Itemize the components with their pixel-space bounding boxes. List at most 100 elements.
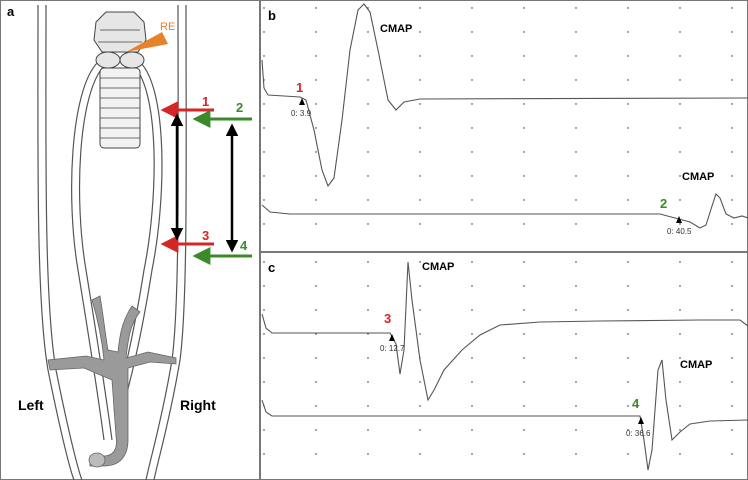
grid-dot: [419, 309, 421, 311]
grid-dot: [315, 429, 317, 431]
grid-dot: [627, 31, 629, 33]
grid-dot: [679, 103, 681, 105]
grid-dot: [731, 333, 733, 335]
grid-dot: [731, 127, 733, 129]
grid-dot: [471, 453, 473, 455]
grid-dot: [263, 357, 265, 359]
grid-dot: [419, 223, 421, 225]
grid-dot: [315, 309, 317, 311]
grid-dot: [263, 199, 265, 201]
grid-dot: [471, 55, 473, 57]
grid-dot: [627, 285, 629, 287]
grid-dot: [471, 261, 473, 263]
grid-dot: [263, 285, 265, 287]
grid-dot: [731, 309, 733, 311]
panel-a: a: [0, 0, 260, 480]
cmap-label-c-1: CMAP: [422, 261, 454, 273]
trace-b-2-readout: 0: 40.5: [667, 227, 692, 236]
grid-dot: [627, 199, 629, 201]
grid-dot: [523, 357, 525, 359]
trace-c-1-readout: 0: 12.7: [380, 344, 405, 353]
grid-dot: [315, 261, 317, 263]
grid-dot: [575, 79, 577, 81]
grid-dot: [471, 357, 473, 359]
grid-dot: [315, 405, 317, 407]
grid-dot: [263, 127, 265, 129]
grid-dot: [731, 381, 733, 383]
stim-marker-2: 2: [192, 100, 252, 128]
panel-c: c CMAP 3 0: 12.7 CMAP 4 0: 36.6: [260, 252, 748, 480]
trace-c-2-readout: 0: 36.6: [626, 429, 651, 438]
grid-dot: [263, 381, 265, 383]
grid-dot: [315, 199, 317, 201]
grid-dot: [315, 381, 317, 383]
grid-dot: [731, 223, 733, 225]
trace-c-2-cursor: [638, 417, 644, 424]
grid-dot: [367, 309, 369, 311]
grid-dot: [679, 223, 681, 225]
grid-dot: [263, 333, 265, 335]
grid-dot: [263, 453, 265, 455]
grid-dot: [263, 151, 265, 153]
grid-dot: [523, 151, 525, 153]
grid-dot: [679, 175, 681, 177]
grid-dot: [627, 333, 629, 335]
grid-dot: [523, 175, 525, 177]
grid-dot: [575, 223, 577, 225]
grid-dot: [419, 381, 421, 383]
grid-dot: [731, 357, 733, 359]
grid-dot: [419, 79, 421, 81]
trace-b-1-readout: 0: 3.9: [291, 109, 312, 118]
grid-dot: [627, 127, 629, 129]
grid-dot: [575, 103, 577, 105]
trace-c-1-cursor: [389, 334, 395, 341]
panel-a-letter: a: [7, 4, 15, 19]
grid-dot: [575, 453, 577, 455]
grid-dot: [367, 453, 369, 455]
grid-dot: [731, 429, 733, 431]
grid-dot: [419, 199, 421, 201]
grid-dot: [471, 127, 473, 129]
grid-dot: [575, 357, 577, 359]
grid-dot: [367, 261, 369, 263]
grid-dot: [523, 79, 525, 81]
vagus-nerve-left: [37, 4, 83, 480]
panel-b-grid: [263, 7, 733, 225]
grid-dot: [575, 285, 577, 287]
grid-dot: [679, 31, 681, 33]
grid-dot: [575, 405, 577, 407]
grid-dot: [627, 429, 629, 431]
larynx: [93, 11, 147, 69]
grid-dot: [367, 151, 369, 153]
grid-dot: [367, 199, 369, 201]
grid-dot: [419, 175, 421, 177]
grid-dot: [575, 175, 577, 177]
grid-dot: [627, 55, 629, 57]
trace-c-2: [261, 359, 748, 471]
cmap-label-c-2: CMAP: [680, 359, 712, 371]
cmap-label-b-1: CMAP: [380, 23, 412, 35]
grid-dot: [315, 357, 317, 359]
grid-dot: [627, 453, 629, 455]
grid-dot: [679, 285, 681, 287]
trachea: [99, 67, 141, 149]
grid-dot: [731, 7, 733, 9]
grid-dot: [575, 127, 577, 129]
panel-b-border: [260, 0, 748, 252]
stim-marker-2-number: 2: [236, 100, 243, 115]
grid-dot: [367, 79, 369, 81]
grid-dot: [731, 261, 733, 263]
grid-dot: [627, 357, 629, 359]
grid-dot: [367, 223, 369, 225]
panel-b-letter: b: [268, 8, 276, 23]
grid-dot: [523, 429, 525, 431]
grid-dot: [679, 429, 681, 431]
grid-dot: [679, 261, 681, 263]
grid-dot: [679, 55, 681, 57]
grid-dot: [367, 357, 369, 359]
grid-dot: [471, 175, 473, 177]
grid-dot: [315, 7, 317, 9]
grid-dot: [315, 79, 317, 81]
trace-b-1-cursor: [299, 98, 305, 105]
